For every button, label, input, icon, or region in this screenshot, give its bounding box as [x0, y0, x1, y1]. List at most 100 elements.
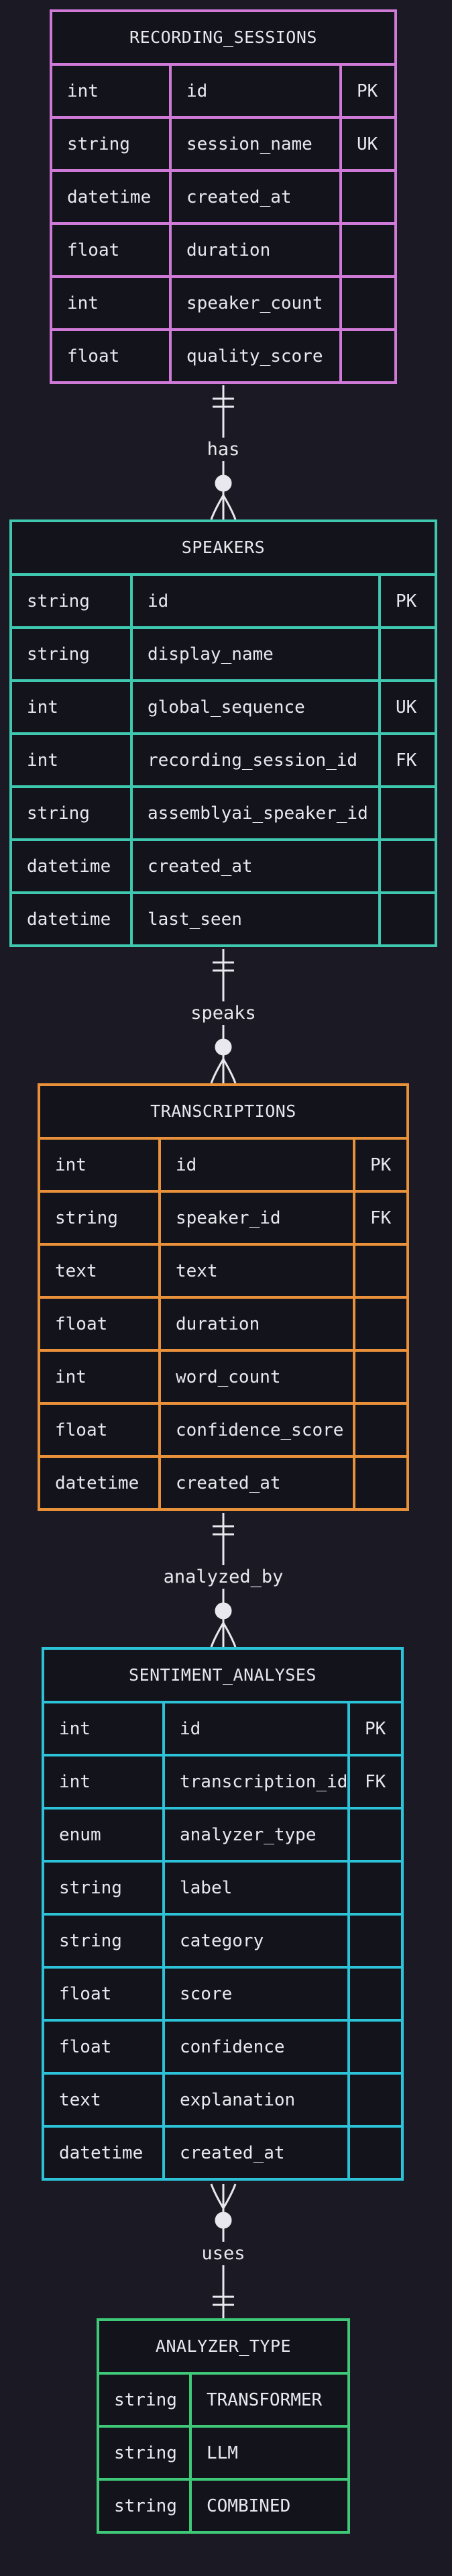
attribute-name: label — [164, 1861, 350, 1916]
attribute-type: string — [99, 2479, 192, 2531]
attribute-key: UK — [341, 117, 394, 172]
attribute-type: float — [40, 1403, 161, 1458]
attribute-type: string — [44, 1914, 165, 1969]
attribute-name: created_at — [160, 1456, 355, 1508]
attribute-key: PK — [349, 1703, 401, 1756]
attribute-key — [354, 1350, 406, 1405]
attribute-type: datetime — [12, 840, 133, 894]
attribute-name: last_seen — [131, 893, 381, 944]
attribute-name: id — [131, 576, 381, 629]
attribute-type: string — [12, 628, 133, 682]
attribute-key: PK — [341, 66, 394, 119]
attribute-type: enum — [44, 1808, 165, 1863]
attribute-type: int — [52, 66, 172, 119]
attribute-name: created_at — [131, 840, 381, 894]
attribute-key: PK — [380, 576, 435, 629]
attribute-type: string — [99, 2375, 192, 2428]
attribute-key — [341, 170, 394, 225]
rel-label-uses: uses — [196, 2242, 251, 2265]
attribute-name: created_at — [164, 2126, 350, 2178]
attribute-key — [354, 1456, 406, 1508]
attribute-key — [380, 787, 435, 841]
attribute-key — [349, 2126, 401, 2178]
attribute-key — [349, 1861, 401, 1916]
attribute-key — [349, 2073, 401, 2128]
attribute-name: id — [160, 1140, 355, 1193]
attribute-type: int — [44, 1755, 165, 1810]
attribute-name: LLM — [190, 2426, 347, 2481]
attribute-name: assemblyai_speaker_id — [131, 787, 381, 841]
attribute-name: session_name — [170, 117, 342, 172]
attribute-type: float — [40, 1297, 161, 1352]
attribute-name: id — [164, 1703, 350, 1756]
attribute-key: UK — [380, 681, 435, 735]
attribute-name: confidence_score — [160, 1403, 355, 1458]
entity-title: TRANSCRIPTIONS — [40, 1086, 406, 1140]
attribute-key: PK — [354, 1140, 406, 1193]
rel-label-speaks: speaks — [185, 1001, 262, 1025]
attribute-name: text — [160, 1244, 355, 1299]
attribute-name: display_name — [131, 628, 381, 682]
attribute-row: string COMBINED — [99, 2479, 347, 2531]
attribute-key: FK — [349, 1755, 401, 1810]
attribute-key — [349, 2020, 401, 2075]
attribute-type: int — [12, 734, 133, 788]
attribute-name: word_count — [160, 1350, 355, 1405]
attribute-name: category — [164, 1914, 350, 1969]
attribute-type: int — [44, 1703, 165, 1756]
attribute-type: string — [12, 787, 133, 841]
rel-label-has: has — [201, 438, 245, 461]
rel-label-analyzed-by: analyzed_by — [158, 1565, 289, 1589]
entity-title: ANALYZER_TYPE — [99, 2321, 347, 2375]
attribute-name: COMBINED — [207, 2495, 291, 2516]
attribute-type: float — [44, 1967, 165, 2022]
attribute-name: explanation — [164, 2073, 350, 2128]
attribute-type: int — [40, 1350, 161, 1405]
attribute-type: float — [52, 330, 172, 381]
entity-title: RECORDING_SESSIONS — [52, 12, 394, 66]
attribute-type: text — [44, 2073, 165, 2128]
attribute-name: duration — [160, 1297, 355, 1352]
attribute-key — [354, 1297, 406, 1352]
attribute-key — [349, 1808, 401, 1863]
attribute-key — [354, 1403, 406, 1458]
attribute-name: score — [164, 1967, 350, 2022]
attribute-type: int — [52, 277, 172, 331]
attribute-name: id — [170, 66, 342, 119]
attribute-type: datetime — [40, 1456, 161, 1508]
attribute-name: recording_session_id — [131, 734, 381, 788]
attribute-key: FK — [380, 734, 435, 788]
attribute-type: string — [52, 117, 172, 172]
attribute-name: speaker_count — [170, 277, 342, 331]
attribute-key — [341, 224, 394, 278]
